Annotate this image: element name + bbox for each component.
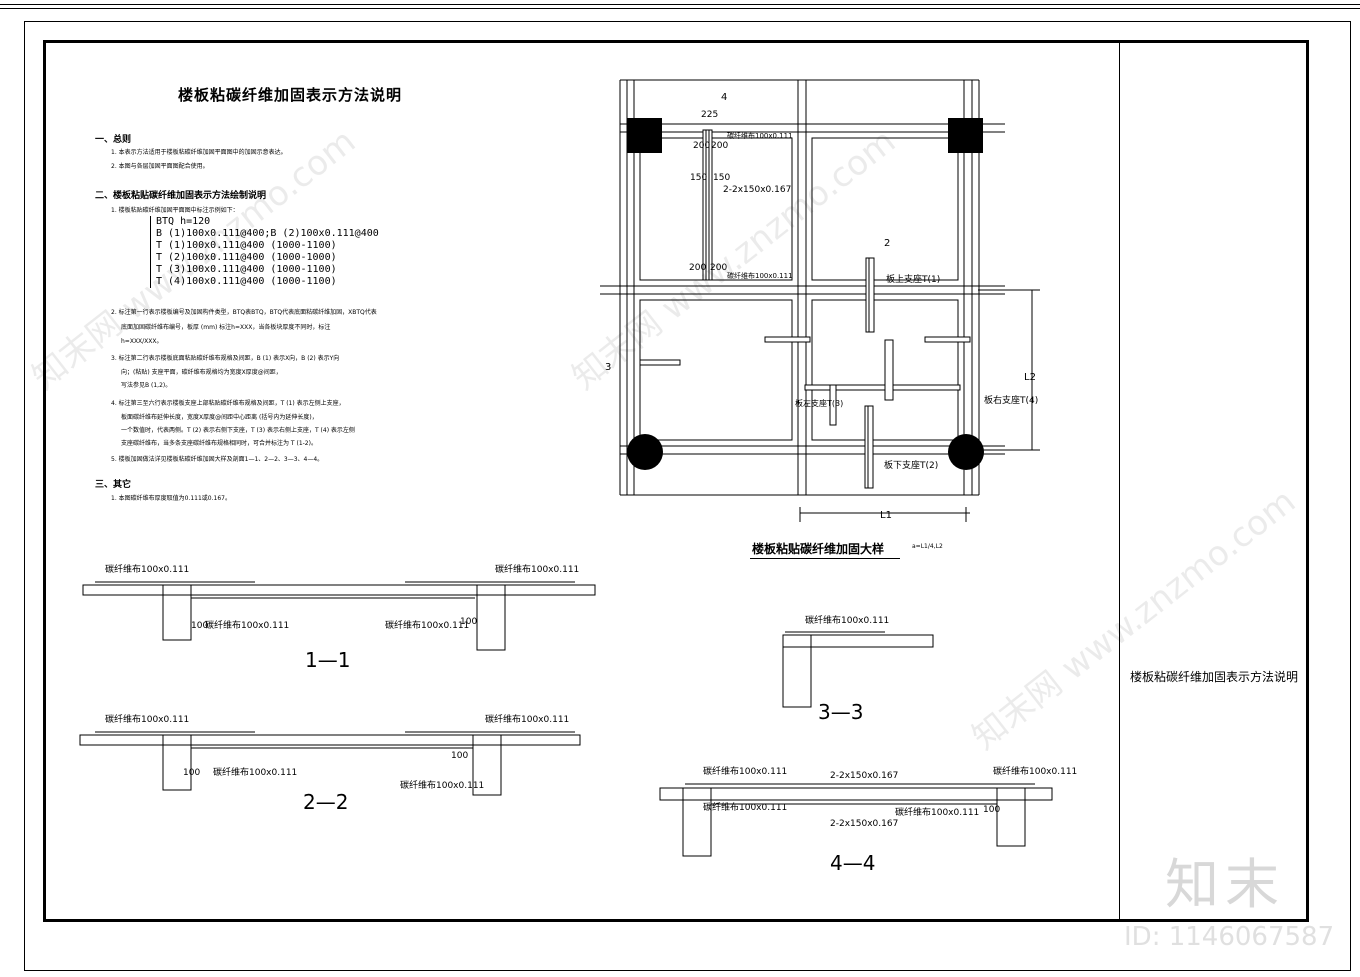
plan-spec-1: 碳纤维布100x0.111 xyxy=(727,131,793,140)
s33-spec-a: 碳纤维布100x0.111 xyxy=(805,614,889,626)
plan-section-mark-4: 4 xyxy=(721,92,727,103)
s44-dim: 100 xyxy=(983,805,1000,815)
plan-label-t1: 板上支座T(1) xyxy=(886,273,940,285)
item-2-line-b: 底面加固碳纤维布编号，板厚 (mm) 标注h=XXX，当各板块厚度不同时，标注 xyxy=(121,324,331,331)
section-2-title: 二、楼板粘贴碳纤维加固表示方法绘制说明 xyxy=(95,191,267,201)
item-4-line-c: 一个数值时，代表两侧。T (2) 表示右侧下支座，T (3) 表示右侧上支座，T… xyxy=(121,427,355,434)
plan-dim-200b: 200 xyxy=(711,141,728,151)
s11-dim: 100 xyxy=(191,621,208,631)
s11-dim2: 100 xyxy=(460,617,477,627)
title-block-divider xyxy=(1119,40,1120,922)
plan-dim-225: 225 xyxy=(701,110,718,120)
plan-spec-2: 2-2x150x0.167 xyxy=(723,185,791,195)
plan-title-underline xyxy=(750,558,900,559)
section-4-4-label: 4—4 xyxy=(830,851,876,875)
item-2-line-a: 2. 标注第一行表示楼板编号及加固构件类型，BTQ表BTQ，BTQ代表底面粘碳纤… xyxy=(111,309,377,316)
plan-label-t3: 板左支座T(3) xyxy=(795,398,843,408)
plan-dim-150a: 150 xyxy=(690,173,707,183)
section-1-1-drawing: 碳纤维布100x0.111 碳纤维布100x0.111 碳纤维布100x0.11… xyxy=(82,563,596,651)
s11-spec-b: 碳纤维布100x0.111 xyxy=(495,563,579,575)
plan-dim-200a: 200 xyxy=(693,141,710,151)
s44-spec-a: 碳纤维布100x0.111 xyxy=(703,765,787,777)
plan-section-mark-2: 2 xyxy=(884,238,890,249)
s22-spec-b: 碳纤维布100x0.111 xyxy=(485,713,569,725)
item-3-line-c: 写法参见B (1,2)。 xyxy=(121,382,172,389)
plan-dim-200c: 200 xyxy=(689,263,706,273)
code-line-1: BTQ h=120 xyxy=(156,216,211,227)
section-3-3-drawing: 碳纤维布100x0.111 xyxy=(782,614,934,708)
s11-spec-d: 碳纤维布100x0.111 xyxy=(385,619,469,631)
drawing-title: 楼板粘碳纤维加固表示方法说明 xyxy=(178,86,403,104)
plan-drawing: 225 200 200 150 150 200 200 碳纤维布100x0.11… xyxy=(600,79,1040,522)
code-line-5: T (3)100x0.111@400 (1000-1100) xyxy=(156,264,337,275)
section-1-line-1: 1. 本表示方法适用于楼板粘碳纤维加固平面图中的加固示意表达。 xyxy=(111,149,287,156)
code-line-4: T (2)100x0.111@400 (1000-1000) xyxy=(156,252,337,263)
plan-dim-l2: L2 xyxy=(1024,372,1036,383)
sheet-outer-frame xyxy=(24,21,1351,971)
section-3-line-1: 1. 本图碳纤维布厚度取值为0.111或0.167。 xyxy=(111,495,231,502)
code-bracket xyxy=(150,216,151,288)
s22-spec-d: 碳纤维布100x0.111 xyxy=(400,779,484,791)
section-1-1-label: 1—1 xyxy=(305,648,351,672)
title-block-drawing-name: 楼板粘碳纤维加固表示方法说明 xyxy=(1129,670,1298,684)
s22-spec-c: 碳纤维布100x0.111 xyxy=(213,766,297,778)
plan-label-t2: 板下支座T(2) xyxy=(884,459,938,471)
item-3-line-b: 向；(粘贴) 支座平面，碳纤维布规格均为宽度X厚度@间距， xyxy=(121,369,282,376)
item-4-line-d: 支座碳纤维布，当多条支座碳纤维布规格相同时，可合并标注为 T (1-2)。 xyxy=(121,440,317,447)
section-1-line-2: 2. 本图与各层加固平面图配合使用。 xyxy=(111,163,209,170)
plan-dim-l1: L1 xyxy=(880,510,892,521)
s44-spec-b: 2-2x150x0.167 xyxy=(830,771,898,781)
brand-logo: 知末 xyxy=(1165,853,1285,916)
item-3-line-a: 3. 标注第二行表示楼板底面粘贴碳纤维布规格及间距，B (1) 表示X向，B (… xyxy=(111,355,340,362)
s22-spec-a: 碳纤维布100x0.111 xyxy=(105,713,189,725)
section-2-line-1: 1. 楼板粘贴碳纤维加固平面图中标注示例如下： xyxy=(111,207,239,214)
plan-dim-150b: 150 xyxy=(713,173,730,183)
s22-dim: 100 xyxy=(183,768,200,778)
section-2-2-label: 2—2 xyxy=(303,790,349,814)
item-4-line-a: 4. 标注第三至六行表示楼板支座上部粘贴碳纤维布规格及间距，T (1) 表示左侧… xyxy=(111,400,345,407)
section-3-3-label: 3—3 xyxy=(818,700,864,724)
section-3-title: 三、其它 xyxy=(95,480,132,490)
brand-id: ID: 1146067587 xyxy=(1124,922,1335,952)
plan-scale-note: a=L1/4,L2 xyxy=(912,543,943,550)
code-line-2: B (1)100x0.111@400;B (2)100x0.111@400 xyxy=(156,228,379,239)
code-line-3: T (1)100x0.111@400 (1000-1100) xyxy=(156,240,337,251)
item-2-line-c: h=XXX/XXX。 xyxy=(121,338,163,345)
plan-label-t4: 板右支座T(4) xyxy=(984,394,1038,406)
section-2-2-drawing: 碳纤维布100x0.111 碳纤维布100x0.111 碳纤维布100x0.11… xyxy=(79,713,581,796)
s44-spec-c: 碳纤维布100x0.111 xyxy=(993,765,1077,777)
item-4-line-b: 板面碳纤维布延伸长度，宽度X厚度@间距中心距离 (括号内为延伸长度)， xyxy=(121,414,318,421)
plan-dim-200d: 200 xyxy=(710,263,727,273)
s22-dim2: 100 xyxy=(451,751,468,761)
s11-spec-c: 碳纤维布100x0.111 xyxy=(205,619,289,631)
plan-title: 楼板粘贴碳纤维加固大样 xyxy=(752,542,885,556)
plan-spec-3: 碳纤维布100x0.111 xyxy=(727,271,793,280)
s44-spec-f: 2-2x150x0.167 xyxy=(830,819,898,829)
top-border-line xyxy=(0,4,1360,5)
s44-spec-e: 碳纤维布100x0.111 xyxy=(895,806,979,818)
item-5-line: 5. 楼板加固做法详见楼板粘碳纤维加固大样及剖面1—1、2—2、3—3、4—4。 xyxy=(111,456,324,463)
code-line-6: T (4)100x0.111@400 (1000-1100) xyxy=(156,276,337,287)
section-1-title: 一、总则 xyxy=(95,135,132,145)
top-border-line-2 xyxy=(0,8,1360,9)
s44-spec-d: 碳纤维布100x0.111 xyxy=(703,801,787,813)
sheet-inner-frame xyxy=(43,40,1309,922)
plan-section-mark-3: 3 xyxy=(605,362,611,373)
section-4-4-drawing: 碳纤维布100x0.111 2-2x150x0.167 碳纤维布100x0.11… xyxy=(659,765,1077,857)
s11-spec-a: 碳纤维布100x0.111 xyxy=(105,563,189,575)
